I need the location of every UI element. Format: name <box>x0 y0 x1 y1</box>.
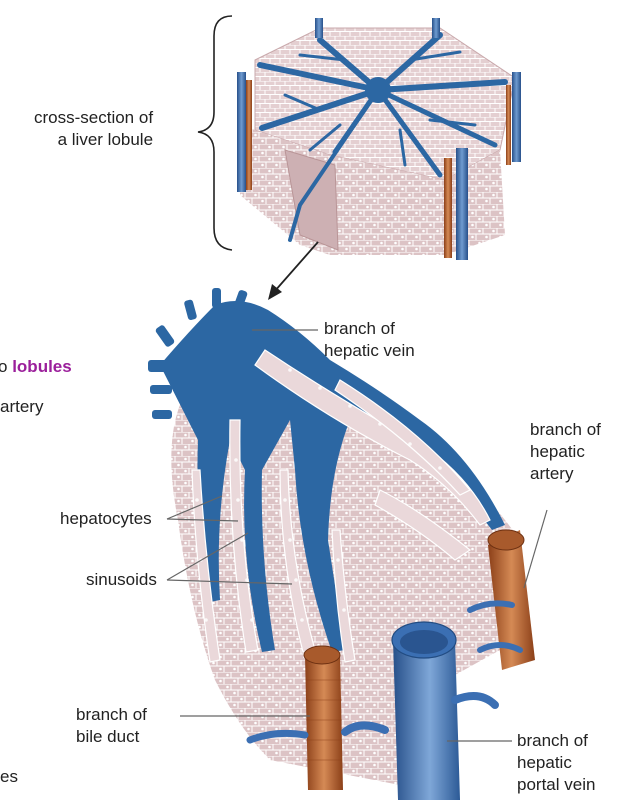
lobule-wedge <box>148 288 535 800</box>
label-cross-section-line2: a liver lobule <box>34 129 153 151</box>
label-portal-vein-line3: portal vein <box>517 774 595 796</box>
label-bile-duct-line1: branch of <box>76 704 147 726</box>
label-bile-duct-line2: bile duct <box>76 726 147 748</box>
label-cross-section-line1: cross-section of <box>34 107 153 129</box>
label-hepatocytes: hepatocytes <box>60 508 152 530</box>
label-hepatic-vein: branch of hepatic vein <box>324 318 415 362</box>
lobule-cross-section <box>237 18 521 260</box>
label-hepatic-vein-line2: hepatic vein <box>324 340 415 362</box>
label-cross-section: cross-section of a liver lobule <box>34 107 153 151</box>
label-portal-vein-line1: branch of <box>517 730 595 752</box>
central-vein <box>365 77 391 103</box>
cropped-text-prefix: o <box>0 357 7 376</box>
label-hepatic-artery-line1: branch of <box>530 419 601 441</box>
section-brace <box>198 16 232 250</box>
label-portal-vein: branch of hepatic portal vein <box>517 730 595 796</box>
cropped-text-lobules: o lobules <box>0 356 72 378</box>
label-hepatic-vein-line1: branch of <box>324 318 415 340</box>
label-hepatic-artery: branch of hepatic artery <box>530 419 601 485</box>
label-hepatic-artery-line2: hepatic <box>530 441 601 463</box>
cropped-text-artery: artery <box>0 396 43 418</box>
label-bile-duct: branch of bile duct <box>76 704 147 748</box>
cropped-text-lobules-highlight: lobules <box>12 357 72 376</box>
label-sinusoids: sinusoids <box>86 569 157 591</box>
label-portal-vein-line2: hepatic <box>517 752 595 774</box>
label-hepatic-artery-line3: artery <box>530 463 601 485</box>
leader-hepatic-artery <box>524 510 547 588</box>
magnify-arrow <box>268 242 318 300</box>
cropped-text-es: es <box>0 766 18 788</box>
